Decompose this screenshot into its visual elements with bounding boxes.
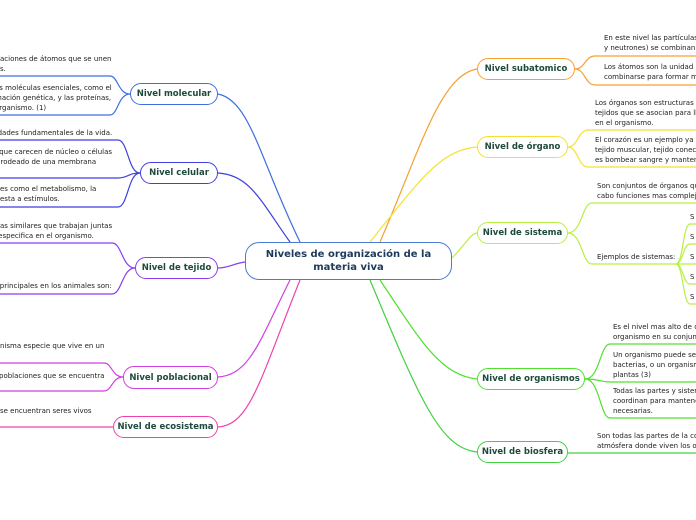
topic-nivel-sistema[interactable]: Nivel de sistema [477, 222, 568, 244]
subtopic[interactable]: riotas, que carecen de núcleo o célulasn… [0, 148, 113, 166]
topic-label: Nivel de biosfera [481, 447, 564, 457]
topic-nivel-organo[interactable]: Nivel de órgano [477, 136, 568, 158]
topic-label: Nivel poblacional [129, 372, 212, 383]
subtopic[interactable]: poblaciones que se encuentra [0, 372, 105, 380]
topic-label: Nivel de organismos [482, 374, 580, 384]
system-example[interactable]: S [690, 213, 695, 221]
subtopic[interactable]: Todas las partes y sistemas dcoordinan p… [613, 387, 696, 415]
topic-nivel-poblacional[interactable]: Nivel poblacional [123, 366, 218, 389]
central-topic-line1: Niveles de organización de la [265, 249, 432, 260]
subtopic[interactable]: Los átomos son la unidad básicacombinars… [604, 63, 696, 81]
subtopic[interactable]: Son todas las partes de la corteza tatmó… [597, 432, 696, 450]
subtopic[interactable]: Los órganos son estructuras computejidos… [595, 99, 696, 127]
topic-nivel-ecosistema[interactable]: Nivel de ecosistema [113, 416, 218, 438]
topic-label: Nivel de tejido [141, 263, 212, 273]
system-example[interactable]: S [690, 273, 695, 281]
central-topic-line2: materia viva [313, 262, 384, 273]
topic-label: Nivel de sistema [482, 228, 563, 238]
subtopic[interactable]: Son conjuntos de órganos que trabcabo fu… [597, 182, 696, 200]
topic-nivel-tejido[interactable]: Nivel de tejido [135, 257, 218, 279]
system-example[interactable]: S [690, 253, 695, 261]
subtopic[interactable]: e células similares que trabajan juntasn… [0, 222, 113, 240]
subtopic[interactable]: nisma especie que vive en un [0, 342, 105, 350]
topic-nivel-celular[interactable]: Nivel celular [140, 162, 218, 184]
topic-label: Nivel de órgano [484, 142, 561, 152]
topic-label: Nivel molecular [136, 89, 212, 99]
topic-label: Nivel de ecosistema [117, 422, 214, 432]
subtopic[interactable]: Ejemplos de sistemas: [597, 253, 676, 261]
topic-nivel-subatomico[interactable]: Nivel subatomico [477, 58, 575, 80]
topic-nivel-biosfera[interactable]: Nivel de biosfera [477, 441, 568, 463]
subtopic[interactable]: se encuentran seres vivos [0, 407, 92, 415]
topic-label: Nivel celular [149, 168, 209, 178]
system-example[interactable]: S [690, 293, 695, 301]
topic-nivel-molecular[interactable]: Nivel molecular [130, 83, 218, 105]
topic-label: Nivel subatomico [484, 64, 568, 74]
topic-nivel-organismos[interactable]: Nivel de organismos [477, 368, 585, 390]
subtopic[interactable]: El corazón es un ejemplo ya que estejido… [595, 136, 696, 164]
central-topic[interactable]: Niveles de organización de la materia viv… [245, 242, 452, 280]
subtopic[interactable]: Es el nivel mas alto de organiorganismo … [613, 323, 696, 341]
subtopic[interactable]: ejidos principales en los animales son: [0, 282, 112, 290]
subtopic[interactable]: Un organismo puede ser unabacterias, o u… [613, 351, 696, 379]
subtopic[interactable]: En este nivel las partículas subaty neut… [604, 34, 696, 52]
system-example[interactable]: S [690, 233, 695, 241]
subtopic[interactable]: n las unidades fundamentales de la vida. [0, 129, 113, 137]
